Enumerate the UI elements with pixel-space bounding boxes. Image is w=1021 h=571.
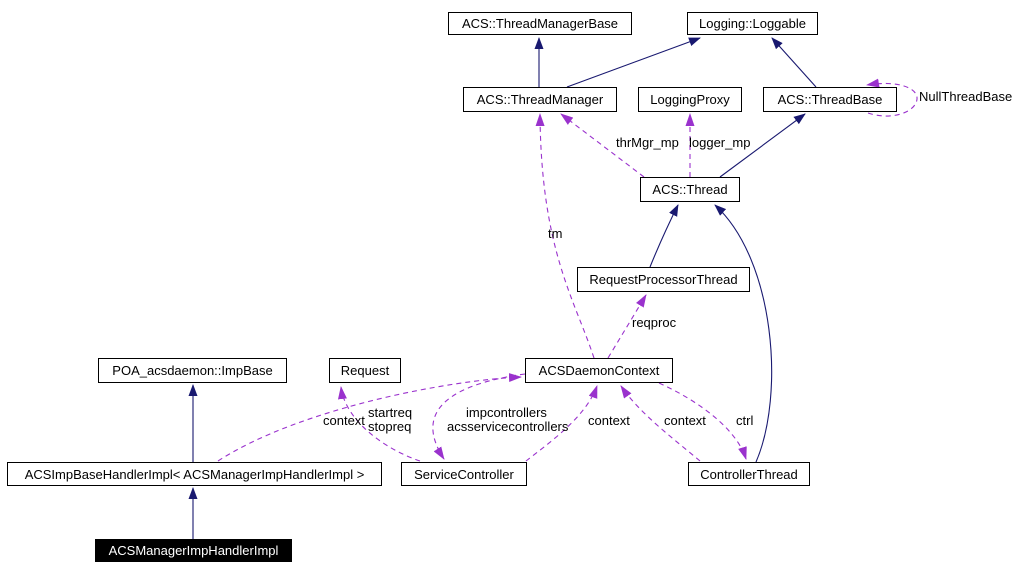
node-poa-acsdaemon-impbase[interactable]: POA_acsdaemon::ImpBase <box>98 358 287 383</box>
node-loggingproxy[interactable]: LoggingProxy <box>638 87 742 112</box>
edge-label-stopreq: stopreq <box>368 419 412 434</box>
edge-label-ctrl: ctrl <box>736 413 754 428</box>
node-acs-threadmanagerbase[interactable]: ACS::ThreadManagerBase <box>448 12 632 35</box>
node-servicecontroller[interactable]: ServiceController <box>401 462 527 486</box>
edge-label-acsservicecontrollers: acsservicecontrollers <box>447 419 569 434</box>
node-acsdaemoncontext[interactable]: ACSDaemonContext <box>525 358 673 383</box>
edge-label-context-acsimpbasehandlerimpl: context <box>323 413 365 428</box>
edge-requestprocessorthread-to-thread <box>649 204 679 268</box>
edge-label-context-servicecontroller: context <box>588 413 630 428</box>
edge-label-reqproc: reqproc <box>632 315 677 330</box>
edge-threadbase-to-loggable <box>771 37 817 88</box>
edge-label-impcontrollers: impcontrollers <box>466 405 547 420</box>
edge-label-context-controllerthread: context <box>664 413 706 428</box>
node-acsimpbasehandlerimpl[interactable]: ACSImpBaseHandlerImpl< ACSManagerImpHand… <box>7 462 382 486</box>
node-acs-thread[interactable]: ACS::Thread <box>640 177 740 202</box>
edge-label-nullthreadbase: NullThreadBase <box>919 89 1013 104</box>
edge-label-logger-mp: logger_mp <box>689 135 751 150</box>
node-acsmanagerimphandlerimpl-current: ACSManagerImpHandlerImpl <box>95 539 292 562</box>
edge-label-thrmgr-mp: thrMgr_mp <box>616 135 679 150</box>
edge-threadmanager-to-loggable <box>566 37 701 88</box>
edge-label-tm: tm <box>548 226 563 241</box>
node-requestprocessorthread[interactable]: RequestProcessorThread <box>577 267 750 292</box>
node-acs-threadbase[interactable]: ACS::ThreadBase <box>763 87 897 112</box>
node-request[interactable]: Request <box>329 358 401 383</box>
node-controllerthread[interactable]: ControllerThread <box>688 462 810 486</box>
node-acs-threadmanager[interactable]: ACS::ThreadManager <box>463 87 617 112</box>
edge-label-startreq: startreq <box>368 405 413 420</box>
node-logging-loggable[interactable]: Logging::Loggable <box>687 12 818 35</box>
